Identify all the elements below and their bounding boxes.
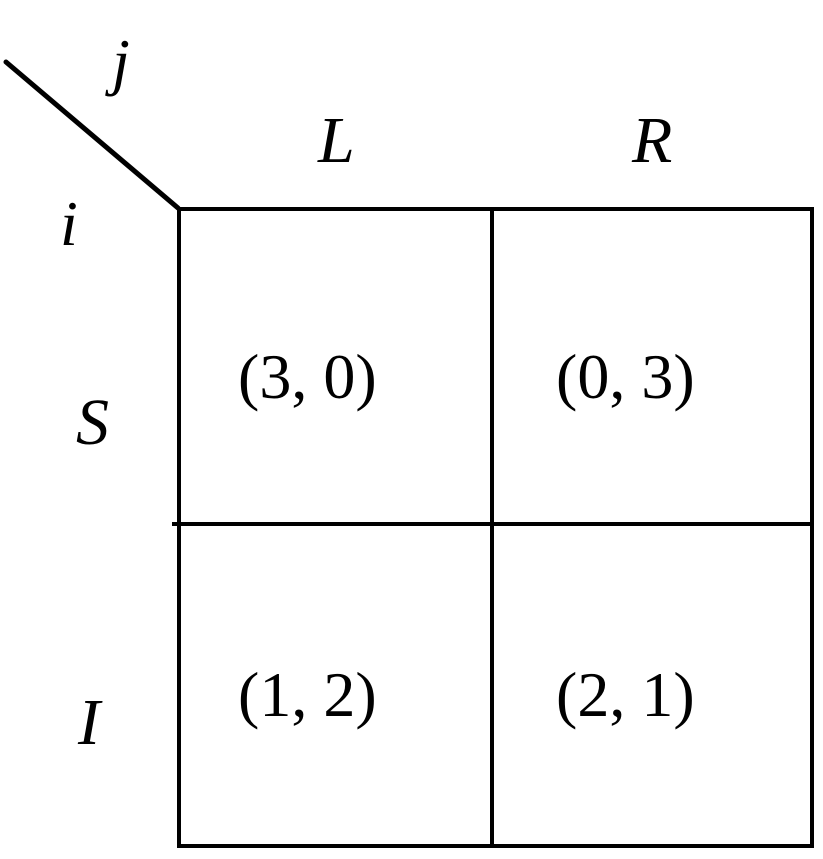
matrix-horizontal-divider xyxy=(172,522,814,526)
payoff-cell-I-R: (2, 1) xyxy=(556,659,695,730)
payoff-cell-S-L: (3, 0) xyxy=(238,341,377,412)
payoff-cell-I-L: (1, 2) xyxy=(238,659,377,730)
row-player-label: i xyxy=(60,188,78,259)
row-header-bottom: I xyxy=(78,686,100,759)
matrix-vertical-divider xyxy=(490,207,494,848)
row-header-top: S xyxy=(76,386,109,459)
payoff-cell-S-R: (0, 3) xyxy=(556,341,695,412)
matrix-grid-border xyxy=(177,207,814,848)
column-header-right: R xyxy=(632,104,673,177)
column-player-label: j xyxy=(112,26,130,97)
column-header-left: L xyxy=(318,104,355,177)
